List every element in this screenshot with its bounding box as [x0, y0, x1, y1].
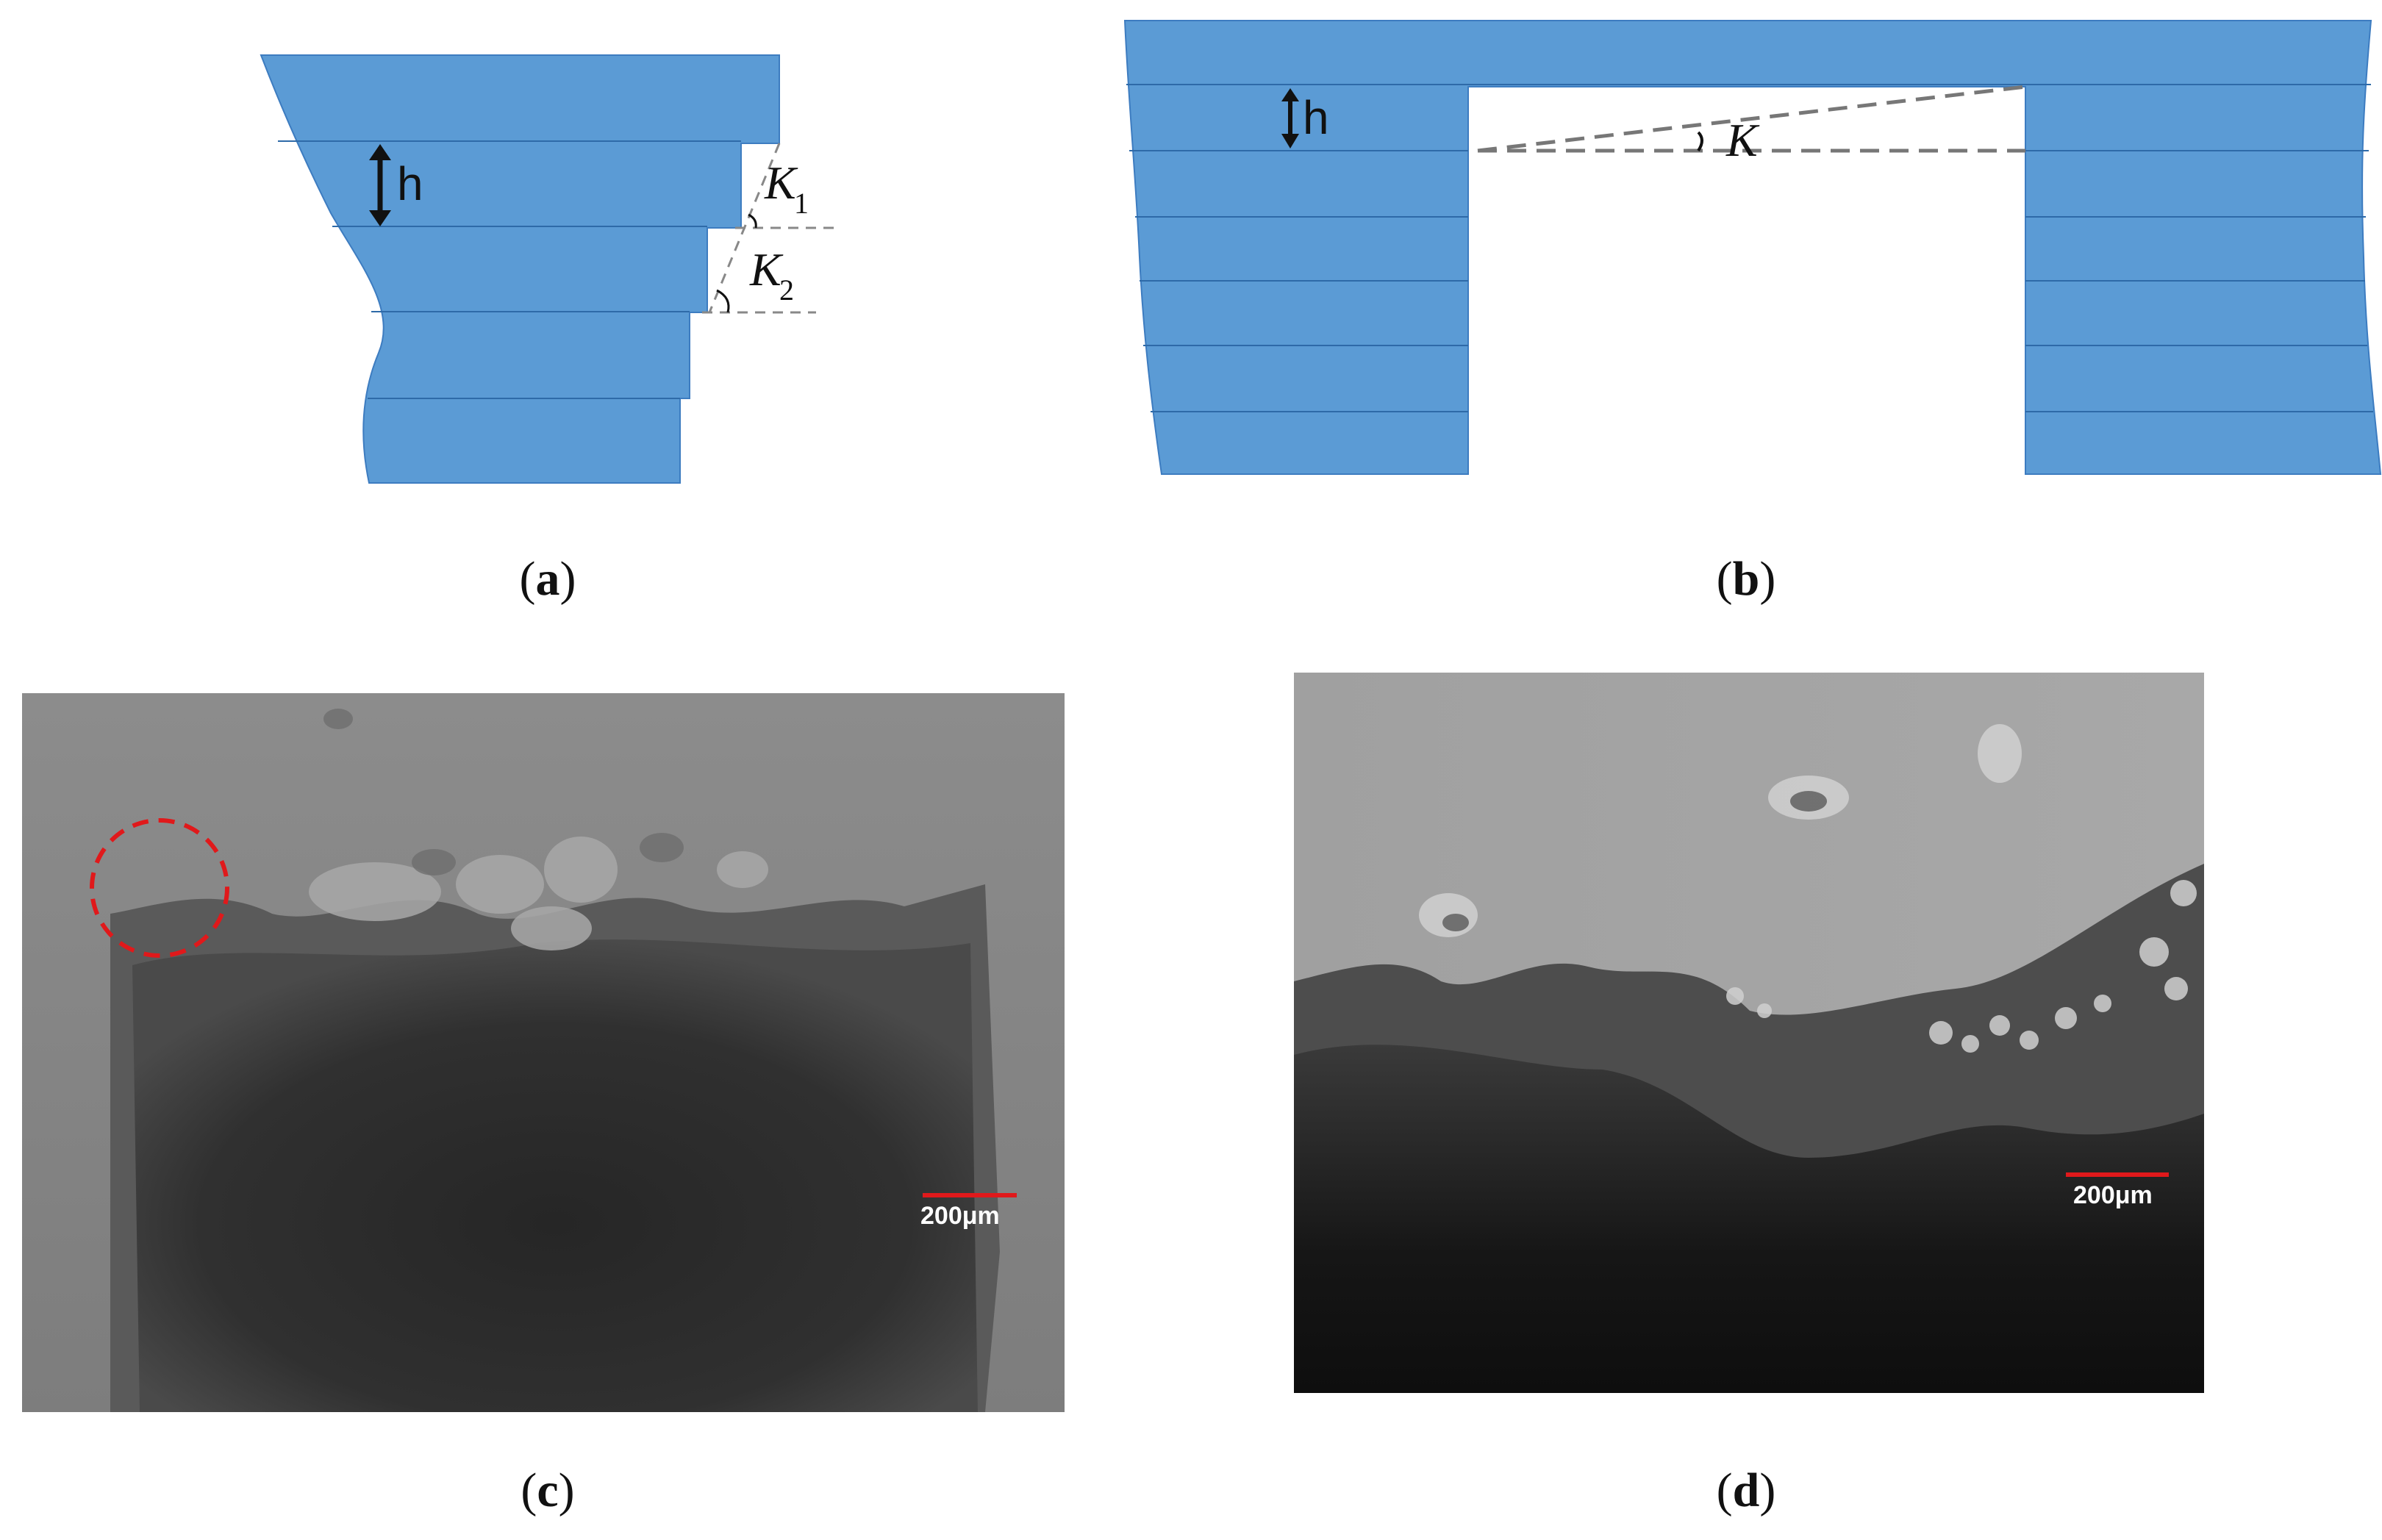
layer-lines-a	[278, 140, 741, 399]
angle2-symbol-a: K	[749, 243, 784, 296]
sem-image-c: 200μm	[22, 693, 1065, 1412]
highlight-circle-c	[90, 818, 229, 958]
caption-c: (c)	[521, 1464, 575, 1517]
sem-image-d: 200μm	[1294, 673, 2204, 1393]
slope-guides-a	[702, 143, 838, 314]
angle-arc-2	[716, 289, 730, 313]
scale-bar-label-d: 200μm	[2073, 1181, 2153, 1209]
scale-bar-label-c: 200μm	[920, 1202, 1000, 1230]
height-arrow-b	[1281, 88, 1299, 148]
caption-d: (d)	[1716, 1464, 1776, 1517]
bridge-structure-b	[1123, 20, 2382, 475]
layer-lines-b	[1126, 84, 2373, 412]
diagram-a: h K 1 K 2	[260, 54, 838, 484]
angle1-subscript-a: 1	[794, 187, 809, 220]
height-label-a: h	[397, 157, 423, 210]
height-arrow-a	[369, 144, 391, 226]
caption-a: (a)	[519, 552, 576, 606]
height-label-b: h	[1303, 91, 1329, 144]
angle-symbol-b: K	[1725, 114, 1760, 166]
slope-guides-b	[1477, 85, 2026, 153]
angle-arc-1	[748, 213, 757, 229]
angle1-symbol-a: K	[764, 157, 798, 209]
diagram-b: h K	[1123, 20, 2382, 475]
angle-arc-b	[1697, 131, 1703, 152]
caption-b: (b)	[1716, 552, 1776, 606]
angle2-subscript-a: 2	[779, 273, 794, 307]
layered-wall-a	[260, 54, 780, 484]
